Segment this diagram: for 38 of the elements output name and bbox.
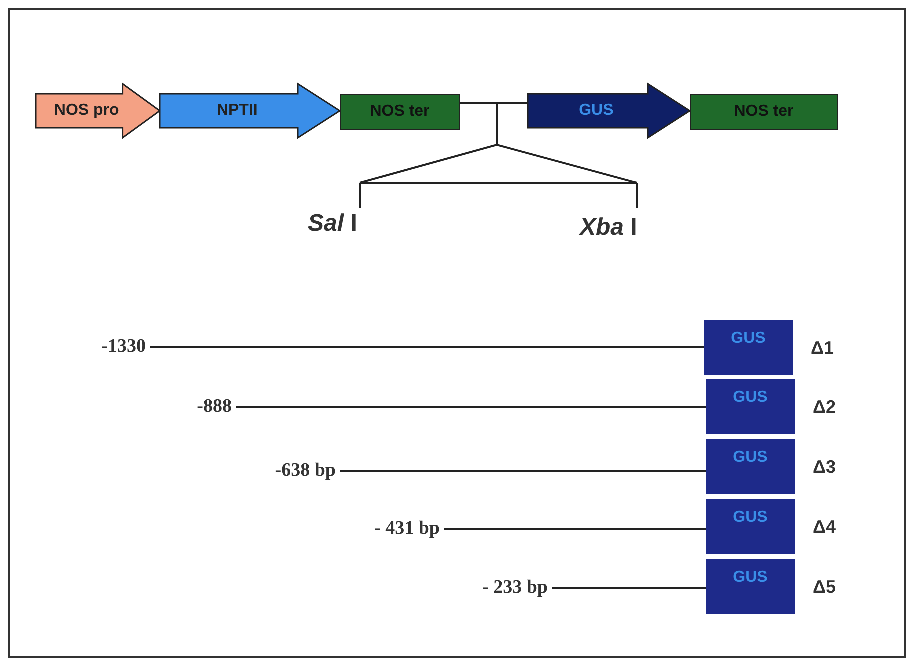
deletion-name: Δ5 (813, 577, 836, 598)
node-label: NOS pro (54, 102, 120, 120)
node-label: GUS (733, 509, 768, 527)
node-label: GUS (733, 449, 768, 467)
node-label: GUS (731, 330, 766, 348)
reporter-box (706, 439, 795, 494)
connector-line (460, 102, 528, 104)
deletion-name: Δ2 (813, 397, 836, 418)
restriction-site-label: Xba I (580, 214, 638, 242)
node-label: GUS (579, 102, 614, 120)
node-label: -1330 (102, 336, 146, 358)
gene-segment (160, 84, 340, 138)
gene-segment (36, 84, 160, 138)
node-label: -638 bp (275, 460, 336, 482)
terminator-box (340, 94, 460, 130)
reporter-box (706, 559, 795, 614)
connector-line (150, 346, 704, 348)
node-label: GUS (733, 569, 768, 587)
node-label: - 431 bp (374, 518, 440, 540)
deletion-name: Δ3 (813, 457, 836, 478)
node-label: -888 (197, 396, 232, 418)
reporter-box (706, 379, 795, 434)
gene-segment (528, 84, 690, 138)
deletion-name: Δ4 (813, 517, 836, 538)
connector-line (236, 406, 706, 408)
node-label: NPTII (216, 102, 258, 120)
node-label: NOS ter (370, 103, 430, 121)
node-label: - 233 bp (482, 577, 548, 599)
reporter-box (704, 320, 793, 375)
connector-line (340, 470, 706, 472)
terminator-box (690, 94, 838, 130)
node-label: NOS ter (734, 103, 794, 121)
reporter-box (706, 499, 795, 554)
node-label: GUS (733, 389, 768, 407)
restriction-site-label: Sal I (308, 210, 358, 238)
deletion-name: Δ1 (811, 338, 834, 359)
connector-line (444, 528, 706, 530)
connector-line (552, 587, 706, 589)
